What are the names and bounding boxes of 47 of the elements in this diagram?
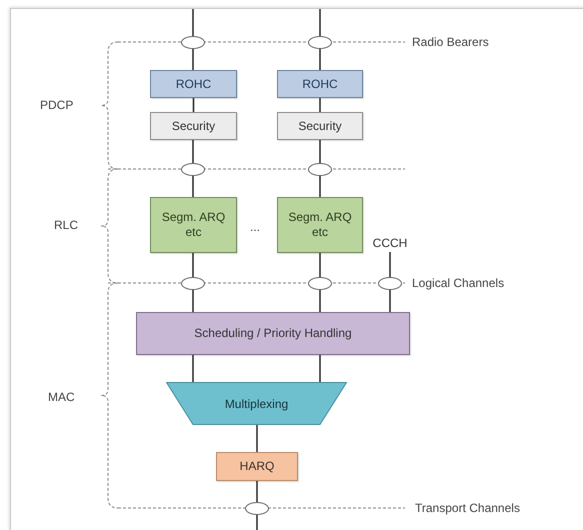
connector-line — [192, 98, 194, 112]
layer-label: Radio Bearers — [412, 35, 489, 49]
multiplexing-trapezoid — [166, 382, 347, 425]
connector-line — [192, 49, 194, 70]
connector-line — [192, 253, 194, 277]
compression-box — [277, 70, 363, 98]
connector-line — [319, 290, 321, 312]
connector-line — [389, 290, 391, 312]
connector-line — [319, 355, 321, 382]
connector-line — [389, 252, 391, 277]
node-label: ROHC — [302, 76, 338, 92]
security-box — [277, 112, 363, 140]
connector-line — [256, 481, 258, 502]
node-label: Security — [172, 118, 216, 134]
layer-label: MAC — [48, 390, 75, 404]
connector-line — [192, 355, 194, 382]
connector-line — [192, 140, 194, 163]
node-label: Segm. ARQ etc — [160, 210, 226, 240]
connector-line — [319, 9, 321, 36]
security-box — [150, 112, 237, 140]
node-label: ROHC — [176, 76, 212, 92]
connector-line — [319, 253, 321, 277]
compression-box — [150, 70, 237, 98]
layer-label: RLC — [54, 218, 78, 232]
node-label: Segm. ARQ etc — [287, 210, 353, 240]
connector-line — [192, 176, 194, 197]
layer-label: ... — [250, 220, 260, 234]
layer-label: Logical Channels — [412, 276, 504, 290]
connector-line — [319, 176, 321, 197]
connector-line — [319, 140, 321, 163]
segmentation-box — [277, 197, 363, 253]
harq-box — [216, 452, 298, 481]
node-label: HARQ — [240, 459, 274, 474]
node-label: Scheduling / Priority Handling — [194, 326, 352, 341]
connector-line — [256, 515, 258, 530]
connector-line — [192, 9, 194, 36]
node-label: Security — [298, 118, 342, 134]
connector-line — [192, 290, 194, 312]
node-label: CCCH — [372, 236, 408, 250]
connector-line — [256, 425, 258, 452]
connector-line — [319, 49, 321, 70]
scheduling-box — [136, 312, 410, 355]
layer-label: PDCP — [40, 98, 74, 112]
segmentation-box — [150, 197, 237, 253]
node-label: Multiplexing — [224, 396, 288, 410]
connector-line — [319, 98, 321, 112]
layer-label: Transport Channels — [415, 501, 520, 515]
